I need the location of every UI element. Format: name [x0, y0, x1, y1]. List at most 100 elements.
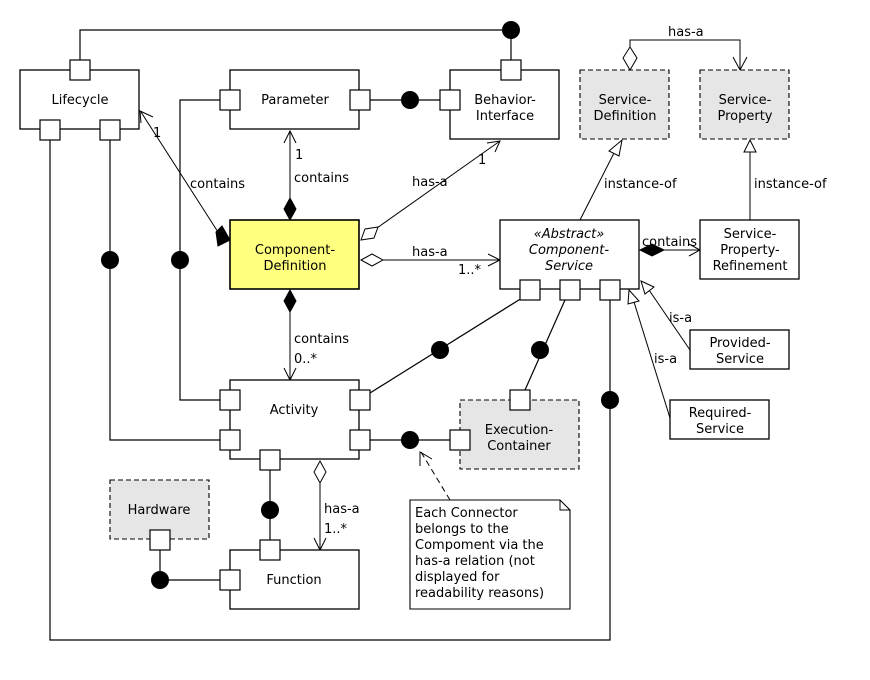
node-behavior-interface[interactable]: Behavior- Interface	[439, 59, 560, 140]
node-label: Provided-	[709, 336, 770, 351]
node-label: Service	[696, 422, 744, 437]
port[interactable]	[500, 59, 522, 81]
node-activity[interactable]: Activity	[219, 379, 371, 471]
connector-dot	[502, 21, 520, 39]
node-label: Service-	[719, 93, 772, 108]
node-label: Property	[717, 109, 772, 124]
relation-activity-has-function: has-a 1..*	[313, 459, 360, 552]
connector-lifecycle-activity	[109, 140, 220, 441]
node-service-property[interactable]: Service- Property	[699, 69, 790, 140]
connector-dot	[531, 341, 549, 359]
connector-dot	[101, 251, 119, 269]
relation-label: has-a	[412, 245, 448, 260]
node-provided-service[interactable]: Provided- Service	[689, 329, 790, 370]
node-label: Container	[487, 439, 551, 454]
port[interactable]	[69, 59, 91, 81]
node-required-service[interactable]: Required- Service	[669, 399, 770, 440]
node-hardware[interactable]: Hardware	[109, 479, 210, 551]
connector-hardware-function	[159, 550, 220, 581]
node-label: Activity	[270, 403, 319, 418]
node-label: Lifecycle	[51, 93, 108, 108]
connector-dot	[171, 251, 189, 269]
relation-label: instance-of	[754, 177, 827, 192]
relation-component-definition-has-component-service: has-a 1..*	[359, 245, 502, 278]
node-parameter[interactable]: Parameter	[219, 69, 371, 130]
port[interactable]	[219, 89, 241, 111]
note: Each Connector belongs to the Compoment …	[409, 499, 571, 610]
relation-label: has-a	[324, 502, 360, 517]
relation-label: has-a	[412, 175, 448, 190]
node-function[interactable]: Function	[219, 539, 360, 610]
port[interactable]	[259, 449, 281, 471]
node-lifecycle[interactable]: Lifecycle	[19, 59, 140, 141]
connector-parameter-activity	[179, 99, 220, 401]
connector-dot	[401, 431, 419, 449]
multiplicity-label: 1	[153, 126, 161, 141]
relation-component-definition-contains-activity: contains 0..*	[283, 288, 349, 382]
multiplicity-label: 1..*	[458, 263, 482, 278]
port[interactable]	[449, 429, 471, 451]
node-label: Property-	[720, 243, 780, 258]
port[interactable]	[439, 89, 461, 111]
relation-component-service-contains-refinement: contains	[638, 235, 702, 257]
node-component-definition[interactable]: Component- Definition	[229, 219, 360, 290]
node-label: Function	[266, 573, 321, 588]
connector-lifecycle-behavior-interface	[79, 29, 512, 60]
relation-label: contains	[294, 332, 349, 347]
port[interactable]	[349, 389, 371, 411]
port[interactable]	[559, 279, 581, 301]
port[interactable]	[349, 429, 371, 451]
port[interactable]	[219, 569, 241, 591]
node-label: Service-	[599, 93, 652, 108]
note-line: has-a relation (not	[415, 554, 535, 569]
node-execution-container[interactable]: Execution- Container	[449, 389, 580, 470]
note-line: belongs to the	[415, 522, 509, 537]
port[interactable]	[149, 529, 171, 551]
multiplicity-label: 1..*	[324, 522, 348, 537]
multiplicity-label: 0..*	[294, 352, 318, 367]
relation-component-service-instance-of-service-definition: instance-of	[579, 138, 677, 221]
node-label: Definition	[594, 109, 657, 124]
node-label: Service-	[724, 227, 777, 242]
relation-service-definition-has-service-property: has-a	[622, 25, 748, 72]
port[interactable]	[349, 89, 371, 111]
relation-label: has-a	[668, 25, 704, 40]
node-label: Refinement	[713, 259, 788, 274]
connector-lifecycle-component-service	[49, 140, 611, 641]
port[interactable]	[99, 119, 121, 141]
node-label: Behavior-	[474, 93, 536, 108]
port[interactable]	[519, 279, 541, 301]
port[interactable]	[219, 429, 241, 451]
node-service-property-refinement[interactable]: Service- Property- Refinement	[699, 219, 800, 280]
port[interactable]	[509, 389, 531, 411]
port[interactable]	[599, 279, 621, 301]
relation-label: contains	[190, 177, 245, 192]
note-anchor	[419, 451, 451, 501]
port[interactable]	[39, 119, 61, 141]
relation-component-definition-contains-lifecycle: 1 contains	[139, 110, 245, 247]
note-line: displayed for	[415, 570, 500, 585]
node-component-service[interactable]: «Abstract» Component- Service	[499, 219, 640, 301]
port[interactable]	[259, 539, 281, 561]
node-label: Component-	[529, 243, 609, 258]
node-label: Interface	[476, 109, 534, 124]
node-label: Parameter	[261, 93, 329, 108]
node-service-definition[interactable]: Service- Definition	[579, 69, 670, 140]
connector-dot	[401, 91, 419, 109]
relation-label: instance-of	[604, 177, 677, 192]
relation-label: contains	[642, 235, 697, 250]
relation-label: is-a	[654, 352, 677, 367]
node-label: Service	[545, 259, 593, 274]
connector-dot	[151, 571, 169, 589]
note-line: Compoment via the	[415, 538, 544, 553]
node-stereotype: «Abstract»	[534, 227, 605, 242]
note-line: Each Connector	[415, 506, 518, 521]
port[interactable]	[219, 389, 241, 411]
multiplicity-label: 1	[478, 153, 486, 168]
relation-label: contains	[294, 171, 349, 186]
node-label: Service	[716, 352, 764, 367]
connector-dot	[601, 391, 619, 409]
relation-component-definition-contains-parameter: 1 contains	[283, 129, 349, 222]
relation-required-service-is-a-component-service: is-a	[627, 288, 677, 419]
